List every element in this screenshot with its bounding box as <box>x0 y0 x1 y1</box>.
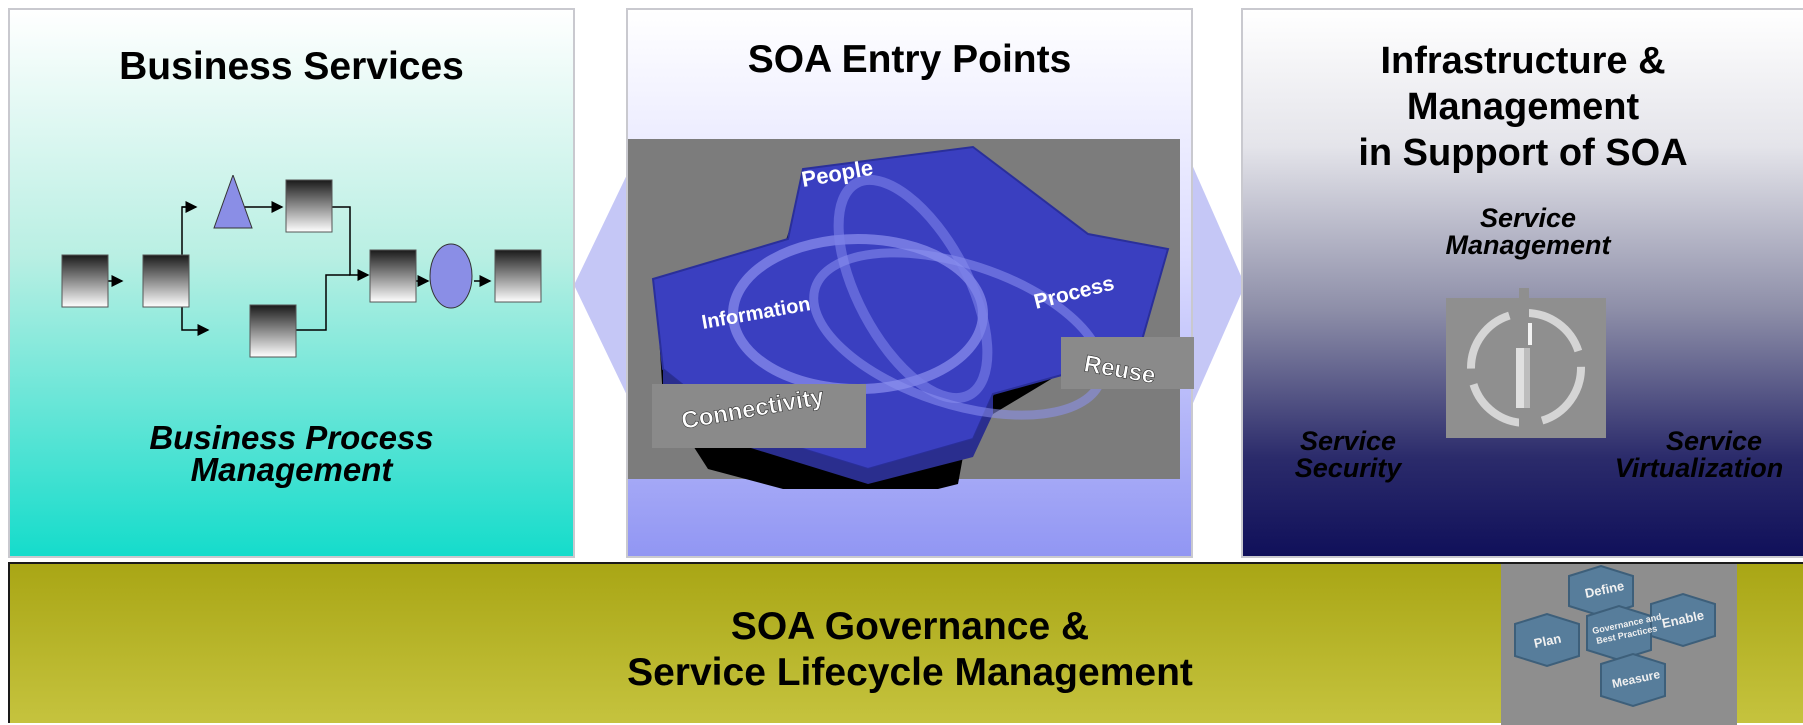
service-management-label: Service Management <box>1403 205 1653 259</box>
decision-triangle-icon <box>213 175 253 229</box>
service-virtualization-label: Service Virtualization <box>1593 428 1803 482</box>
process-step-box <box>61 254 109 308</box>
service-security-label: Service Security <box>1283 428 1413 482</box>
hex-label-plan: Plan <box>1533 631 1563 651</box>
governance-title-line-1: SOA Governance & <box>730 605 1090 648</box>
process-step-box <box>369 249 417 303</box>
service-lifecycle-cycle-icon <box>1446 288 1606 438</box>
bpm-line-2: Management <box>190 451 393 488</box>
process-step-box <box>249 304 297 358</box>
process-step-box <box>494 249 542 303</box>
infrastructure-title: Infrastructure & Management in Support o… <box>1243 38 1803 176</box>
infrastructure-title-line-3: in Support of SOA <box>1358 132 1688 174</box>
left-connector-arrow <box>574 160 634 410</box>
right-connector-arrow <box>1190 160 1245 410</box>
service-virtualization-line-1: Service <box>1665 426 1763 456</box>
infrastructure-title-line-1: Infrastructure & <box>1380 40 1666 82</box>
service-virtualization-line-2: Virtualization <box>1614 453 1784 483</box>
business-services-panel: Business Services <box>8 8 575 558</box>
governance-hexagon-image: Define Plan Governance and Best Practice… <box>1501 564 1737 725</box>
service-management-line-2: Management <box>1445 230 1611 260</box>
process-step-box <box>142 254 190 308</box>
soa-entry-points-panel: SOA Entry Points People Information Proc… <box>626 8 1194 558</box>
governance-title: SOA Governance & Service Lifecycle Manag… <box>510 604 1310 696</box>
service-security-line-1: Service <box>1299 426 1397 456</box>
soa-entry-points-title: SOA Entry Points <box>747 38 1072 81</box>
infrastructure-title-line-2: Management <box>1406 86 1640 128</box>
business-process-management-label: Business Process Management <box>10 419 573 488</box>
governance-title-line-2: Service Lifecycle Management <box>627 651 1193 694</box>
soa-puzzle-image: People Information Process Reuse Connect… <box>628 139 1194 489</box>
infrastructure-management-panel: Infrastructure & Management in Support o… <box>1241 8 1803 558</box>
bpm-line-1: Business Process <box>149 419 434 456</box>
service-management-line-1: Service <box>1479 203 1577 233</box>
process-step-box <box>285 179 333 233</box>
event-ellipse-icon <box>429 243 473 309</box>
process-flow-diagram <box>50 175 550 365</box>
governance-band: SOA Governance & Service Lifecycle Manag… <box>8 562 1803 725</box>
service-security-line-2: Security <box>1294 453 1402 483</box>
business-services-title: Business Services <box>119 45 464 88</box>
